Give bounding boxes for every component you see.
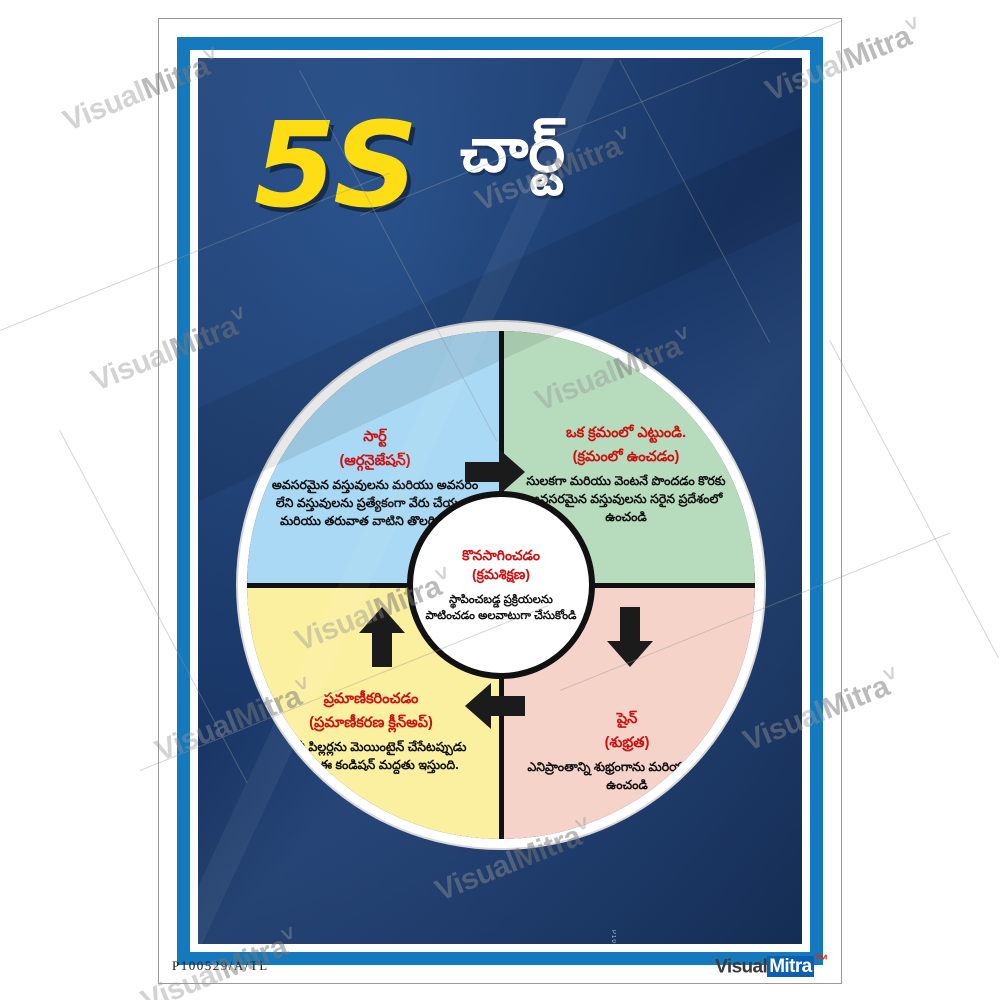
poster-header: 5S చార్ట్ [198, 104, 802, 244]
title-5s: 5S [254, 96, 418, 234]
poster-content-field: 5S చార్ట్ సార్ట్ (ఆర్గనైజేషన్) అవసరమైన వ… [198, 58, 802, 944]
logo-text-mitra: Mitra [767, 956, 814, 978]
product-code: P100529/A/TL [172, 958, 269, 973]
quadrant-standardize-subheading: (ప్రమాణీకరణ క్లీన్‌అప్) [309, 715, 433, 732]
title-chart-word: చార్ట్ [460, 116, 566, 185]
quadrant-set-in-order-text: ఒక క్రమంలో ఎట్టుండి. (క్రమంలో ఉంచడం) సుల… [519, 423, 733, 526]
side-product-code: P100529/A/TL/2015 [610, 930, 616, 944]
quadrant-standardize-heading: ప్రమాణీకరించడం [323, 691, 419, 707]
quadrant-sort-subheading: (ఆర్గనైజేషన్) [339, 453, 411, 470]
quadrant-sort-heading: సార్ట్ [363, 429, 387, 445]
quadrant-standardize-text: ప్రమాణీకరించడం (ప్రమాణీకరణ క్లీన్‌అప్) ర… [263, 689, 479, 774]
logo-trademark-icon: ™ [813, 952, 829, 969]
hub-body: స్థాపించబడ్డ ప్రక్రియలను పాటించడం అలవాటు… [425, 593, 577, 622]
quadrant-standardize-body: రిస్ట్ త్రీ పిల్లర్లను మెయింటైన్ చేసేటప్… [275, 739, 467, 772]
wheel-hub[interactable]: కొనసాగించడం (క్రమశిక్షణ) స్థాపించబడ్డ ప్… [413, 497, 589, 673]
quadrant-set-in-order-heading: ఒక క్రమంలో ఎట్టుండి. [565, 425, 687, 441]
quadrant-shine-subheading: (శుభ్రత) [604, 735, 650, 752]
quadrant-sort-text: సార్ట్ (ఆర్గనైజేషన్) అవసరమైన వస్తువులను … [271, 427, 479, 530]
quadrant-shine-text: షైన్ (శుభ్రత) ఎనిప్రాంతాన్ని శుభ్రంగాను … [521, 709, 733, 794]
logo-text-visual: Visual [715, 956, 768, 978]
watermark-line [829, 340, 1000, 659]
hub-subheading: (క్రమశిక్షణ) [471, 565, 531, 582]
quadrant-set-in-order-subheading: (క్రమంలో ఉంచడం) [572, 449, 680, 466]
wheel-body: సార్ట్ (ఆర్గనైజేషన్) అవసరమైన వస్తువులను … [247, 331, 755, 839]
quadrant-shine-body: ఎనిప్రాంతాన్ని శుభ్రంగాను మరియు చక్కగా ఉ… [527, 759, 727, 792]
quadrant-set-in-order-body: సులకగా మరియు వెంటనే పొందడం కొరకు అవసరమైన… [526, 473, 726, 524]
five-s-wheel-diagram: సార్ట్ (ఆర్గనైజేషన్) అవసరమైన వస్తువులను … [238, 322, 764, 848]
quadrant-sort-body: అవసరమైన వస్తువులను మరియు అవసరం లేని వస్త… [271, 477, 479, 528]
quadrant-shine-heading: షైన్ [616, 711, 638, 727]
hub-heading: కొనసాగించడం [462, 546, 540, 563]
